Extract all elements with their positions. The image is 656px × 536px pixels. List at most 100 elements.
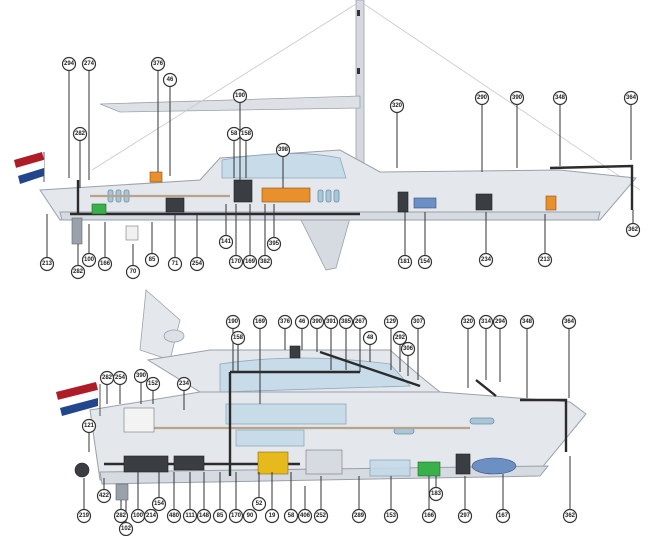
- svg-text:169: 169: [245, 259, 256, 265]
- cabin-glass: [235, 429, 305, 447]
- motor-yacht-callout-badges: 190 158 169 376 46 390 391 385 267 48 12…: [76, 314, 578, 536]
- callout: 154: [151, 496, 167, 512]
- callout: 70: [125, 264, 141, 280]
- callout: 170: [228, 508, 244, 524]
- bow-crane: [520, 398, 568, 452]
- mast-fitting: [357, 68, 360, 74]
- callout: 219: [76, 508, 92, 524]
- equipment-dark: [455, 453, 471, 475]
- hull-window: [469, 417, 495, 425]
- svg-text:234: 234: [179, 381, 190, 387]
- svg-text:85: 85: [149, 257, 156, 263]
- svg-text:167: 167: [498, 513, 509, 519]
- svg-text:154: 154: [154, 501, 165, 507]
- hull-window: [325, 189, 332, 203]
- callout: 234: [478, 252, 494, 268]
- callout: 364: [561, 314, 577, 330]
- svg-text:213: 213: [42, 261, 53, 267]
- mast-fitting: [357, 10, 360, 16]
- svg-text:70: 70: [130, 269, 137, 275]
- svg-text:348: 348: [555, 95, 566, 101]
- svg-text:282: 282: [75, 131, 86, 137]
- svg-text:320: 320: [463, 319, 474, 325]
- callout: 294: [61, 56, 77, 72]
- forestay: [363, 3, 641, 191]
- svg-text:252: 252: [316, 513, 327, 519]
- svg-text:158: 158: [233, 335, 244, 341]
- callout: 267: [352, 314, 368, 330]
- callout: 153: [383, 508, 399, 524]
- sailing-yacht-illustration: [14, 0, 641, 271]
- callout: 254: [112, 370, 128, 386]
- callout: 166: [421, 508, 437, 524]
- svg-text:290: 290: [477, 95, 488, 101]
- callout: 252: [313, 508, 329, 524]
- svg-text:169: 169: [255, 319, 266, 325]
- equipment-light: [305, 449, 343, 475]
- callout: 58: [226, 126, 242, 142]
- bow-crane: [549, 164, 634, 210]
- svg-text:376: 376: [280, 319, 291, 325]
- equipment-orange: [149, 171, 163, 183]
- svg-text:129: 129: [386, 319, 397, 325]
- callout: 181: [397, 254, 413, 270]
- callout: 148: [196, 508, 212, 524]
- dutch-flag-bottom: [56, 382, 101, 416]
- svg-text:382: 382: [260, 259, 271, 265]
- equipment-dark: [397, 191, 409, 213]
- callout: 274: [81, 56, 97, 72]
- tender: [471, 457, 517, 475]
- svg-text:254: 254: [192, 261, 203, 267]
- callout: 297: [457, 508, 473, 524]
- callout: 166: [97, 256, 113, 272]
- flag-red-band: [14, 152, 44, 168]
- svg-text:282: 282: [116, 513, 127, 519]
- svg-text:274: 274: [84, 61, 95, 67]
- rudder: [115, 483, 129, 501]
- svg-text:234: 234: [481, 257, 492, 263]
- svg-text:170: 170: [231, 259, 242, 265]
- equipment-green: [91, 203, 107, 215]
- equipment-arm: [475, 379, 497, 397]
- callout: 154: [417, 254, 433, 270]
- svg-text:46: 46: [167, 77, 174, 83]
- svg-text:289: 289: [354, 513, 365, 519]
- svg-text:320: 320: [392, 103, 403, 109]
- svg-text:213: 213: [540, 257, 551, 263]
- callout: 100: [81, 252, 97, 268]
- svg-text:362: 362: [628, 227, 639, 233]
- equipment-dark: [123, 455, 169, 473]
- callout: 320: [460, 314, 476, 330]
- dutch-flag-top: [14, 152, 45, 184]
- callout: 254: [189, 256, 205, 272]
- callout: 364: [623, 90, 639, 106]
- callout: 190: [225, 314, 241, 330]
- callout: 398: [275, 142, 291, 158]
- callout: 292: [392, 330, 408, 346]
- callout: 294: [492, 314, 508, 330]
- svg-text:100: 100: [84, 257, 95, 263]
- svg-text:19: 19: [269, 513, 276, 519]
- svg-text:48: 48: [367, 335, 374, 341]
- svg-text:314: 314: [481, 319, 492, 325]
- callout: 48: [362, 330, 378, 346]
- svg-text:385: 385: [341, 319, 352, 325]
- svg-text:294: 294: [64, 61, 75, 67]
- equipment-orange: [545, 195, 557, 211]
- callout: 158: [230, 330, 246, 346]
- callout: 348: [519, 314, 535, 330]
- svg-text:398: 398: [278, 147, 289, 153]
- sailboat-callout-badges: 294 274 376 46 190 58 158 320 290 390 34…: [39, 56, 641, 280]
- motor-yacht-callouts: [83, 328, 571, 524]
- svg-text:111: 111: [185, 513, 195, 519]
- svg-text:395: 395: [269, 241, 280, 247]
- svg-text:166: 166: [100, 261, 111, 267]
- svg-text:148: 148: [199, 513, 210, 519]
- svg-text:85: 85: [217, 513, 224, 519]
- svg-text:121: 121: [84, 423, 95, 429]
- callout: 158: [238, 126, 254, 142]
- svg-text:71: 71: [172, 261, 179, 267]
- callout: 111: [182, 508, 198, 524]
- svg-text:100: 100: [133, 513, 144, 519]
- svg-text:154: 154: [420, 259, 431, 265]
